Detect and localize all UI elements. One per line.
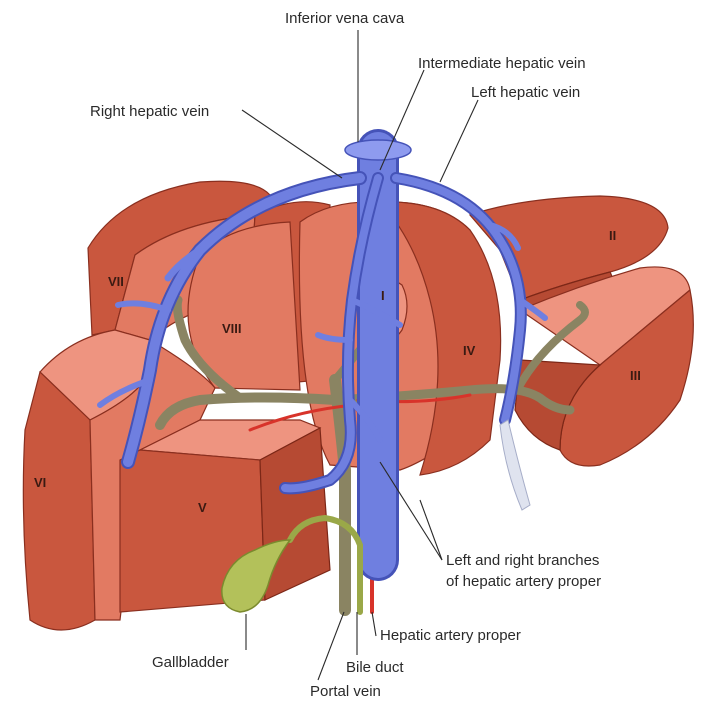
round-ligament — [500, 420, 530, 510]
label-left-hepatic-vein: Left hepatic vein — [471, 84, 580, 101]
segment-label-ii: II — [609, 228, 616, 243]
segment-label-v: V — [198, 500, 207, 515]
segment-label-vi: VI — [34, 475, 46, 490]
label-inferior-vena-cava: Inferior vena cava — [285, 10, 405, 27]
label-artery-branches-line1: Left and right branches — [446, 552, 599, 569]
segment-label-iii: III — [630, 368, 641, 383]
label-portal-vein: Portal vein — [310, 683, 381, 700]
label-artery-branches-line2: of hepatic artery proper — [446, 573, 601, 590]
label-intermediate-hepatic-vein: Intermediate hepatic vein — [418, 55, 586, 72]
label-gallbladder: Gallbladder — [152, 654, 229, 671]
segment-label-vii: VII — [108, 274, 124, 289]
label-right-hepatic-vein: Right hepatic vein — [90, 103, 209, 120]
label-hepatic-artery-proper: Hepatic artery proper — [380, 627, 521, 644]
segment-label-viii: VIII — [222, 321, 242, 336]
ivc-opening — [345, 140, 411, 160]
label-bile-duct: Bile duct — [346, 659, 404, 676]
segment-label-i: I — [381, 288, 385, 303]
segment-label-iv: IV — [463, 343, 476, 358]
